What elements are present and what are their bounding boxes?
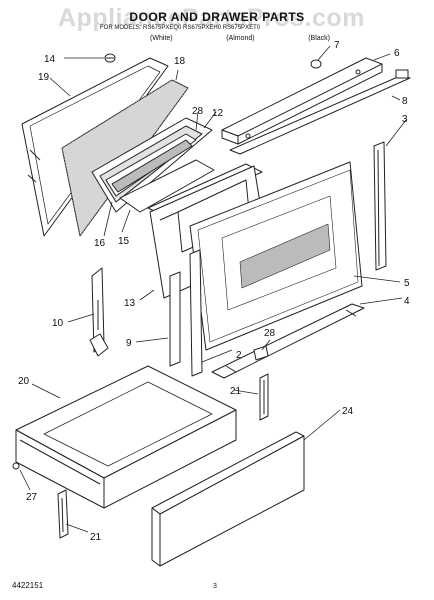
drawer-body-20 [15, 365, 237, 509]
variant-black: (Black) [308, 35, 330, 42]
callout-15: 15 [118, 236, 130, 247]
glass-pack-16 [91, 117, 213, 213]
side-rail-9 [169, 271, 181, 367]
diagram-title: DOOR AND DRAWER PARTS [129, 10, 305, 24]
callout-4: 4 [404, 296, 410, 307]
side-rail-2 [189, 249, 203, 377]
callout-9: 9 [126, 338, 132, 349]
bottom-trim-4 [211, 303, 365, 379]
callout-21-lower: 21 [90, 532, 102, 543]
screw-28 [253, 345, 269, 361]
handle-8 [229, 69, 411, 155]
callout-21-upper: 21 [230, 386, 242, 397]
callout-7: 7 [334, 40, 340, 51]
callout-19: 19 [38, 72, 50, 83]
callout-18: 18 [174, 56, 186, 67]
screw-27 [12, 462, 20, 470]
callout-24: 24 [342, 406, 354, 417]
callout-2: 2 [236, 350, 242, 361]
callout-10: 10 [52, 318, 64, 329]
callout-16: 16 [94, 238, 106, 249]
variant-almond: (Almond) [226, 35, 255, 42]
callout-12: 12 [212, 108, 224, 119]
callout-6: 6 [394, 48, 400, 59]
top-trim-6 [221, 57, 383, 145]
callouts: 14 19 18 7 6 28 12 8 3 16 15 13 5 10 4 9… [18, 40, 410, 543]
drawer-slide-21-lower [57, 489, 69, 539]
hinge-10 [89, 267, 109, 357]
glass-panel-15 [119, 159, 215, 213]
callout-27: 27 [26, 492, 38, 503]
side-channel-3 [373, 141, 387, 271]
page-number: 3 [213, 583, 217, 590]
drawer-slide-21-upper [259, 373, 269, 421]
callout-28-lower: 28 [264, 328, 276, 339]
callout-3: 3 [402, 114, 408, 125]
callout-28-upper: 28 [192, 106, 204, 117]
model-variants: (White) (Almond) (Black) [150, 35, 330, 42]
clip-7 [310, 59, 322, 69]
callout-8: 8 [402, 96, 408, 107]
document-number: 4422151 [12, 581, 44, 590]
drawer-front-24 [151, 431, 305, 567]
outer-door-panel-5 [189, 161, 363, 351]
leader-lines [19, 45, 407, 533]
grommet-14 [104, 53, 116, 63]
callout-14: 14 [44, 54, 56, 65]
variant-white: (White) [150, 35, 173, 42]
watermark: AppliancePartsPros.com [58, 4, 365, 32]
callout-13: 13 [124, 298, 136, 309]
callout-5: 5 [404, 278, 410, 289]
callout-20: 20 [18, 376, 30, 387]
model-numbers: FOR MODELS: RS675PXEQ0 RS675PXEH0 RS675P… [100, 25, 261, 31]
